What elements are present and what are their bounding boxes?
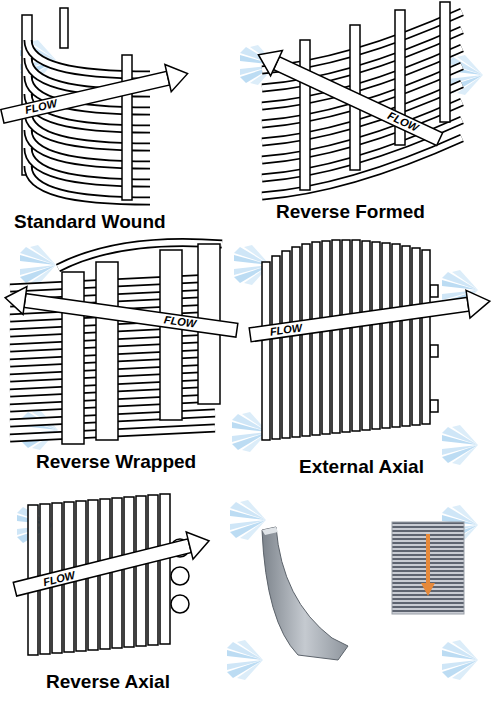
support-rod — [300, 2, 450, 190]
arrow-shaft — [24, 294, 238, 338]
flow-arrow — [12, 527, 213, 603]
external-axial-screen — [262, 240, 438, 440]
flow-arrow — [0, 60, 191, 130]
watermark-fan — [230, 500, 266, 540]
arrow-shaft — [13, 539, 191, 596]
photo-arrow-shaft — [426, 534, 430, 585]
support-rod — [122, 55, 132, 200]
reverse-wrapped-screen — [10, 242, 222, 444]
watermark-fan — [227, 640, 263, 680]
wire — [262, 12, 462, 196]
screen-type-caption: Reverse Axial — [46, 672, 170, 691]
screen-type-caption: Standard Wound — [14, 212, 166, 231]
photo-arrow-head — [421, 583, 435, 596]
arrow-shaft — [274, 57, 443, 146]
support-ring — [171, 567, 189, 585]
arrow-head — [186, 527, 212, 559]
curved-plate — [262, 527, 348, 660]
arrow-head — [165, 60, 191, 92]
arrow-shaft — [1, 71, 170, 123]
plate-edge — [262, 527, 278, 535]
support-rod — [62, 244, 220, 444]
arrow-head — [466, 287, 492, 318]
wire-outline — [262, 12, 462, 196]
support-ring — [171, 595, 189, 613]
watermark-fan — [442, 425, 478, 465]
screen-type-caption: Reverse Wrapped — [36, 452, 196, 471]
watermark-fan — [442, 640, 478, 680]
wire — [28, 40, 150, 201]
arrow-head — [3, 284, 27, 315]
arrow-shaft — [249, 297, 469, 341]
watermark-fan — [22, 410, 58, 450]
screen-type-caption: Reverse Formed — [276, 202, 425, 221]
flow-arrow — [252, 42, 445, 152]
wedge-wire-photo — [392, 522, 464, 614]
arrow-head — [252, 42, 282, 76]
flow-arrow — [3, 284, 239, 344]
axial-bar — [262, 240, 430, 440]
reverse-formed-screen — [262, 2, 462, 196]
screen-type-caption: External Axial — [299, 457, 424, 476]
photo-surface — [392, 522, 464, 614]
watermark-fan — [20, 245, 56, 285]
curved-sieve-panel — [262, 527, 348, 660]
reverse-axial-screen — [28, 494, 189, 655]
wire-outline — [28, 40, 150, 201]
flow-arrow — [248, 287, 492, 348]
